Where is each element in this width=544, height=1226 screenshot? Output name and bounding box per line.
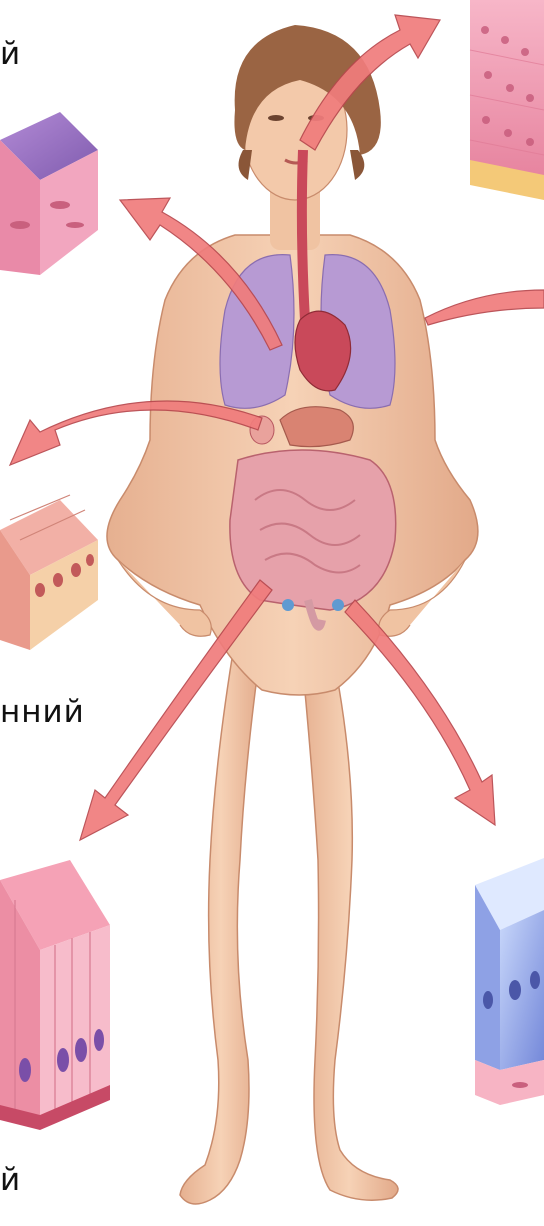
- tissue-block-top-left: [0, 112, 98, 275]
- tissue-block-middle-left: [0, 495, 98, 650]
- tissue-block-top-right: [470, 0, 544, 200]
- intestines: [230, 450, 396, 610]
- stomach: [280, 407, 353, 447]
- arrow-bottom-right: [345, 600, 495, 825]
- arrow-right: [425, 290, 544, 325]
- tissue-block-bottom-left: [0, 860, 110, 1130]
- label-top-left: й: [0, 36, 21, 72]
- label-middle-left: нний: [0, 694, 85, 730]
- label-bottom-left: й: [0, 1162, 21, 1198]
- tissue-block-bottom-right: [475, 858, 544, 1105]
